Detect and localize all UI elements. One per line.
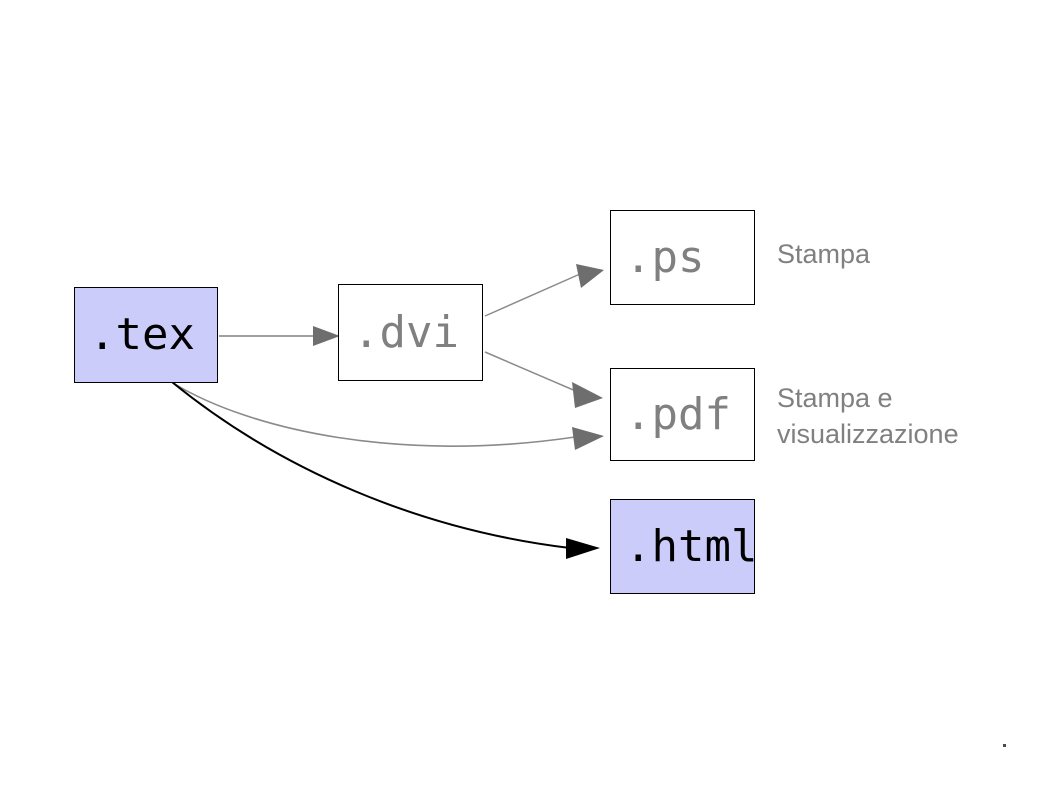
corner-speck-artifact xyxy=(1003,744,1006,747)
node-tex[interactable]: .tex xyxy=(74,287,218,383)
node-html[interactable]: .html xyxy=(610,499,758,594)
node-pdf[interactable]: .pdf xyxy=(610,368,755,461)
node-html-label: .html xyxy=(625,520,758,572)
node-pdf-label: .pdf xyxy=(625,388,731,440)
node-dvi-label: .dvi xyxy=(353,306,459,358)
node-ps-label: .ps xyxy=(625,231,705,283)
node-tex-label: .tex xyxy=(89,309,195,360)
label-pdf-note: Stampa e visualizzazione xyxy=(777,383,959,449)
label-ps-note: Stampa xyxy=(777,239,871,269)
edge-dvi-to-pdf xyxy=(484,351,603,408)
edge-tex-to-html xyxy=(171,381,600,559)
edge-tex-to-pdf xyxy=(172,382,604,450)
node-ps[interactable]: .ps xyxy=(610,210,755,305)
node-dvi[interactable]: .dvi xyxy=(338,284,483,381)
edge-dvi-to-ps xyxy=(484,264,604,317)
edge-tex-to-dvi xyxy=(219,326,340,346)
